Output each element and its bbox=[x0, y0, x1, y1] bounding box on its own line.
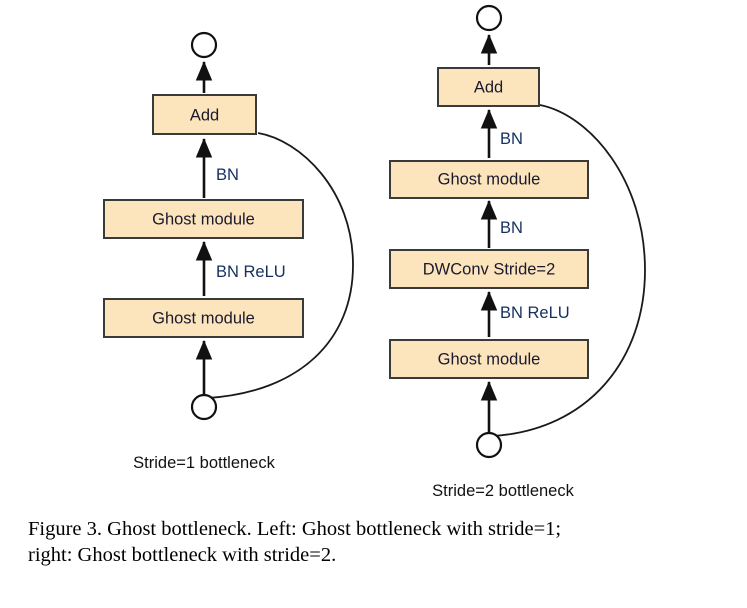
left-ghost-module-bottom-label: Ghost module bbox=[152, 310, 255, 328]
right-diagram-title: Stride=2 bottleneck bbox=[432, 482, 574, 500]
right-edge-label-bn-top: BN bbox=[500, 130, 523, 148]
right-bottleneck-group: Add BN Ghost module BN DWConv Stride=2 B… bbox=[389, 4, 646, 500]
figure-caption: Figure 3. Ghost bottleneck. Left: Ghost … bbox=[28, 516, 718, 568]
left-add-block[interactable]: Add bbox=[152, 94, 257, 135]
right-ghost-module-top-block[interactable]: Ghost module bbox=[389, 160, 589, 199]
left-input-circle bbox=[190, 393, 218, 421]
right-ghost-module-top-label: Ghost module bbox=[438, 171, 541, 189]
left-add-label: Add bbox=[190, 107, 219, 125]
right-dwconv-label: DWConv Stride=2 bbox=[423, 261, 556, 279]
left-ghost-module-bottom-block[interactable]: Ghost module bbox=[103, 298, 304, 338]
right-ghost-module-bottom-label: Ghost module bbox=[438, 351, 541, 369]
right-edge-label-bn-relu: BN ReLU bbox=[500, 304, 570, 322]
right-dwconv-block[interactable]: DWConv Stride=2 bbox=[389, 249, 589, 289]
figure-caption-line-1: Figure 3. Ghost bottleneck. Left: Ghost … bbox=[28, 518, 562, 540]
right-add-label: Add bbox=[474, 79, 503, 97]
right-identity-shortcut-path bbox=[492, 104, 646, 437]
figure-caption-line-2: right: Ghost bottleneck with stride=2. bbox=[28, 544, 337, 566]
left-edge-label-bn: BN bbox=[216, 166, 239, 184]
ghost-bottleneck-diagram: Add BN Ghost module BN ReLU Ghost module… bbox=[103, 4, 646, 500]
left-edge-label-bn-relu: BN ReLU bbox=[216, 263, 286, 281]
right-edge-label-bn-mid: BN bbox=[500, 219, 523, 237]
left-ghost-module-top-block[interactable]: Ghost module bbox=[103, 199, 304, 239]
right-ghost-module-bottom-block[interactable]: Ghost module bbox=[389, 339, 589, 379]
left-output-circle bbox=[190, 31, 218, 59]
left-diagram-title: Stride=1 bottleneck bbox=[133, 454, 275, 472]
right-add-block[interactable]: Add bbox=[437, 67, 540, 107]
right-output-circle bbox=[475, 4, 503, 32]
left-bottleneck-group: Add BN Ghost module BN ReLU Ghost module… bbox=[103, 31, 354, 472]
left-ghost-module-top-label: Ghost module bbox=[152, 211, 255, 229]
right-input-circle bbox=[475, 431, 503, 459]
left-identity-shortcut-path bbox=[207, 132, 354, 399]
